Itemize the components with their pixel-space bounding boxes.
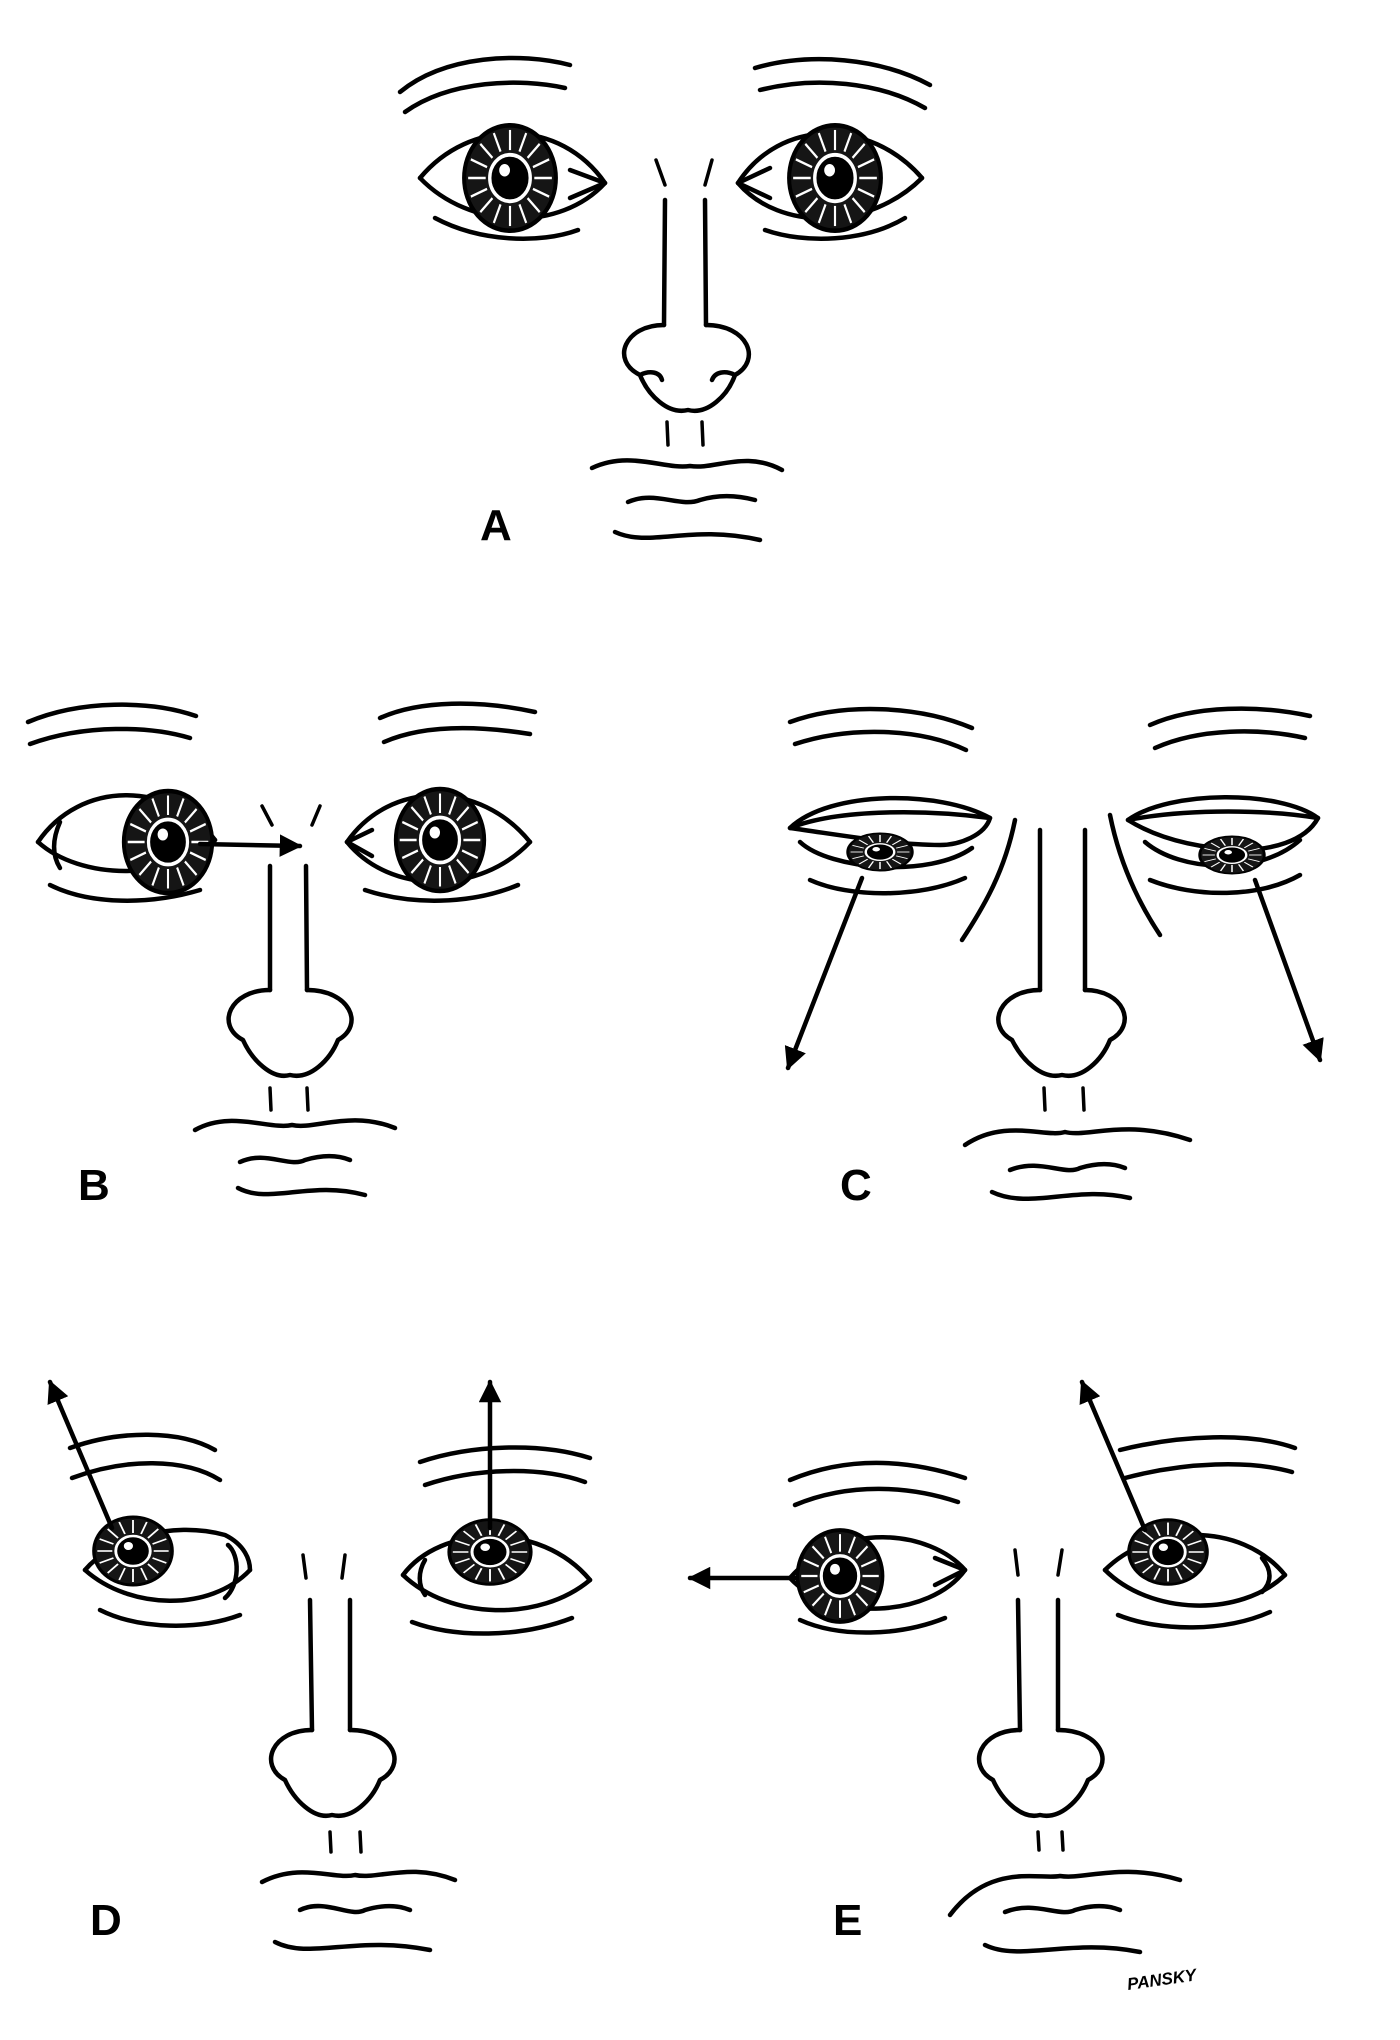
eyebrow-right (787, 1460, 968, 1508)
cheek-lines (959, 812, 1163, 943)
eye-right (787, 795, 993, 896)
eye-left (1125, 795, 1321, 896)
eyebrow-right (25, 702, 199, 747)
eyebrow-left (1117, 1435, 1298, 1481)
mouth (962, 1127, 1193, 1202)
panel-label-c: C (840, 1161, 872, 1210)
panel-label-e: E (833, 1896, 862, 1945)
eye-left (1102, 1517, 1288, 1630)
panel-d: D (47, 1379, 593, 1953)
artist-signature: PANSKY (1126, 1965, 1199, 1994)
mouth (192, 1118, 398, 1198)
nose (268, 1553, 397, 1854)
eyebrow-right (787, 706, 975, 753)
nose (996, 827, 1127, 1112)
eye-left (400, 1517, 593, 1636)
eyebrow-left (1147, 706, 1313, 751)
nose (226, 804, 354, 1112)
gaze-arrows (784, 875, 1324, 1071)
eye-right (82, 1515, 253, 1628)
gaze-arrows (47, 1379, 502, 1531)
gaze-arrows (687, 1379, 1148, 1590)
nose (976, 1548, 1105, 1852)
panel-label-b: B (78, 1161, 110, 1210)
eyebrow-left (377, 701, 538, 745)
eye-right (35, 791, 218, 903)
eye-right (417, 125, 608, 241)
mouth (589, 458, 785, 543)
eye-left (344, 789, 533, 903)
panel-e: E PANSKY (687, 1379, 1298, 1994)
mouth (259, 1869, 458, 1953)
eyebrow-left (752, 56, 933, 111)
panel-label-a: A (480, 501, 512, 550)
eye-left (735, 125, 925, 241)
nose (621, 158, 752, 447)
eye-right (787, 1530, 968, 1635)
eyebrow-left (417, 1445, 593, 1488)
eyebrow-right (67, 1432, 223, 1483)
panel-a: A (397, 55, 933, 550)
mouth (947, 1869, 1183, 1955)
eyebrow-right (397, 55, 573, 115)
gaze-arrow (197, 834, 303, 857)
panel-c: C (784, 706, 1324, 1210)
panel-b: B (25, 701, 538, 1210)
panel-label-d: D (90, 1896, 122, 1945)
